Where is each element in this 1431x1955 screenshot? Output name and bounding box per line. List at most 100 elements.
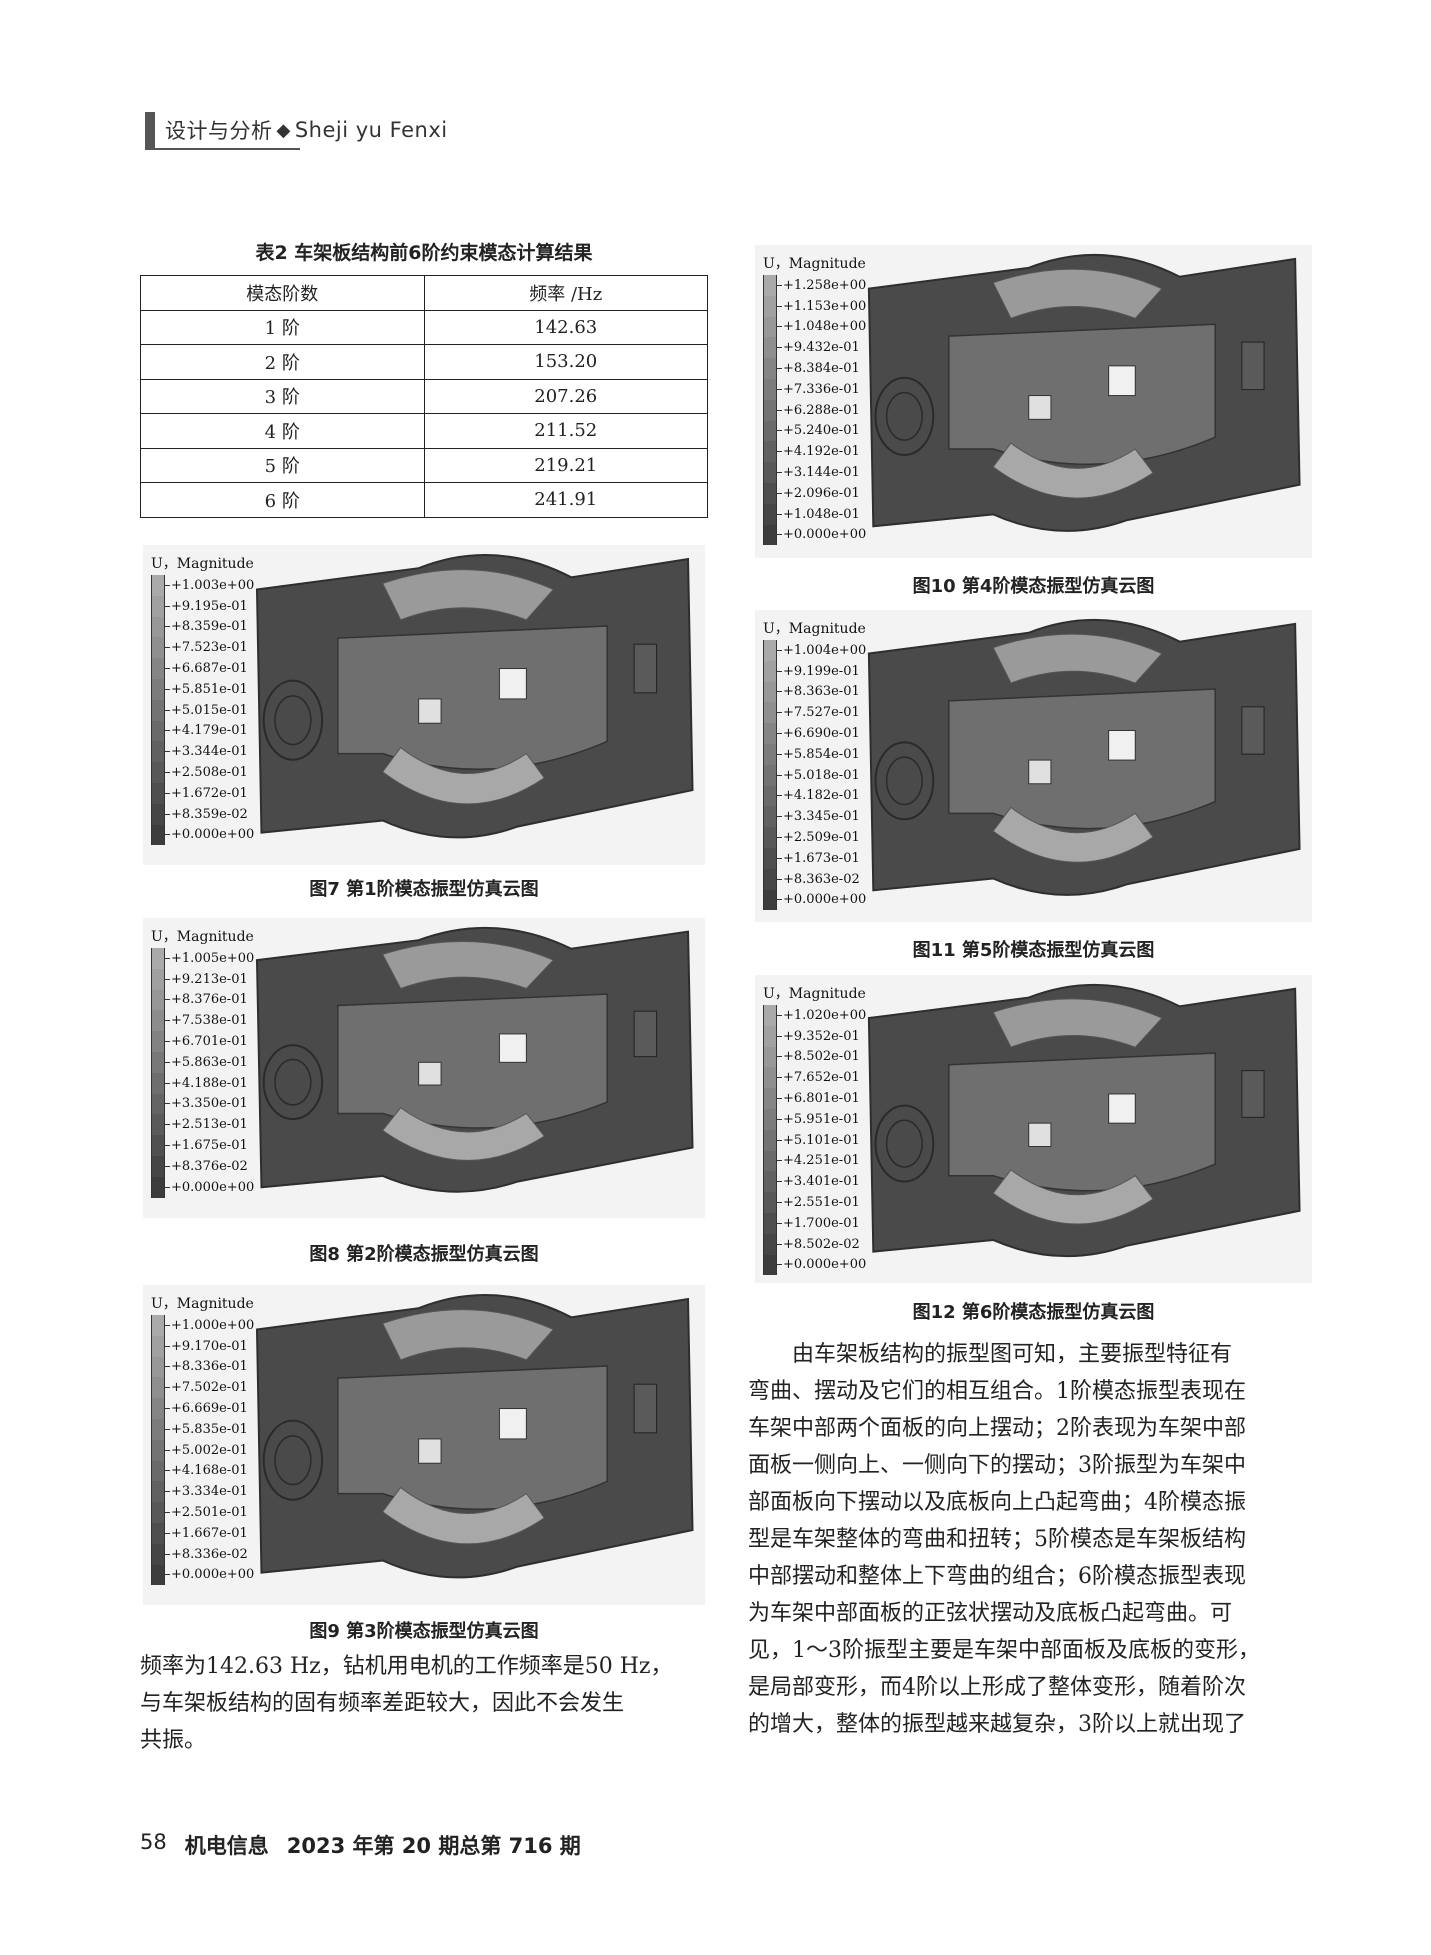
legend-swatch	[763, 358, 777, 379]
frame-square-hole	[498, 1033, 527, 1063]
legend-tick	[777, 733, 782, 735]
legend-value: +7.523e-01	[171, 640, 248, 656]
frame-side-slot	[1241, 341, 1265, 391]
legend-swatch	[151, 616, 165, 638]
legend-value: +3.345e-01	[783, 809, 860, 825]
legend-tick	[777, 1035, 782, 1037]
legend-swatch	[151, 1418, 165, 1440]
frame-circle-inner	[885, 756, 923, 806]
legend-value: +7.336e-01	[783, 381, 860, 397]
legend-entry: +8.376e-01	[151, 989, 254, 1011]
legend-swatch	[763, 1129, 777, 1151]
legend-entry: +0.000e+00	[763, 889, 867, 911]
legend-tick	[165, 1387, 170, 1389]
legend-tick	[165, 1124, 170, 1126]
frame-circle	[262, 679, 324, 761]
table-cell: 1 阶	[140, 309, 425, 345]
legend-swatch	[763, 1088, 777, 1109]
table-header: 模态阶数	[140, 275, 425, 311]
legend-value: +0.000e+00	[783, 892, 867, 908]
legend-value: +1.048e+00	[783, 319, 867, 335]
legend-value: +2.501e-01	[171, 1505, 248, 1521]
text-line: 频率为142.63 Hz，钻机用电机的工作频率是50 Hz，	[140, 1654, 673, 1679]
legend-value: +1.003e+00	[171, 577, 255, 593]
legend-swatch	[763, 1233, 777, 1255]
legend-entry: +1.048e-01	[763, 503, 866, 525]
figure-caption: 图12 第6阶模态振型仿真云图	[912, 1302, 1155, 1323]
legend-tick	[777, 1160, 782, 1162]
legend-swatch	[151, 989, 165, 1011]
legend-entry: +1.675e-01	[151, 1135, 254, 1156]
legend-swatch	[763, 640, 777, 661]
legend-entry: +7.523e-01	[151, 637, 254, 659]
legend-swatch	[763, 868, 777, 890]
header-section: 设计与分析	[165, 119, 273, 143]
legend-swatch	[151, 720, 165, 742]
legend-value: +0.000e+00	[171, 1179, 255, 1195]
legend-swatch	[763, 524, 777, 546]
legend-swatch	[151, 782, 165, 804]
legend-swatch	[151, 1114, 165, 1136]
frame-circle-inner	[274, 695, 312, 746]
legend-swatch	[151, 1031, 165, 1052]
legend-swatch	[151, 678, 165, 700]
legend-value: +4.251e-01	[783, 1153, 860, 1169]
legend-tick	[165, 957, 170, 959]
legend-value: +3.401e-01	[783, 1174, 860, 1190]
frame-bottom-wave	[992, 442, 1154, 499]
table-cell: 142.63	[423, 309, 708, 345]
legend-entry: +8.502e-01	[763, 1046, 866, 1068]
figure-caption: 图8 第2阶模态振型仿真云图	[309, 1244, 539, 1265]
legend-entry: +2.096e-01	[763, 482, 866, 504]
legend-swatch	[763, 1067, 777, 1089]
legend-entry: +5.002e-01	[151, 1439, 254, 1461]
legend-tick	[165, 1470, 170, 1472]
legend-tick	[777, 1202, 782, 1204]
table-cell: 5 阶	[140, 447, 425, 483]
frame-top-wave	[992, 633, 1163, 684]
header-pinyin: Sheji yu Fenxi	[294, 118, 448, 142]
legend-swatch	[151, 1439, 165, 1461]
frame-square-hole	[1028, 759, 1052, 785]
legend-tick	[777, 284, 782, 286]
legend-value: +8.376e-01	[171, 992, 248, 1008]
text-line: 面板一侧向上、一侧向下的摆动；3阶振型为车架中	[748, 1453, 1246, 1478]
frame-render	[867, 253, 1301, 532]
legend-value: +0.000e+00	[171, 827, 255, 843]
legend-swatch	[763, 681, 777, 703]
table-cell: 153.20	[423, 344, 708, 380]
legend-tick	[165, 772, 170, 774]
legend-swatch	[763, 1150, 777, 1172]
legend-value: +2.508e-01	[171, 765, 248, 781]
legend-value: +1.675e-01	[171, 1138, 248, 1154]
legend-swatch	[763, 889, 777, 911]
legend-value: +7.652e-01	[783, 1070, 860, 1086]
legend-entry: +6.669e-01	[151, 1398, 254, 1419]
frame-circle-inner	[885, 1119, 923, 1168]
legend-entry: +8.336e-01	[151, 1356, 254, 1378]
legend-value: +4.179e-01	[171, 723, 248, 739]
legend-value: +1.673e-01	[783, 850, 860, 866]
legend-tick	[777, 368, 782, 370]
text-line: 部面板向下摆动以及底板向上凸起弯曲；4阶模态振	[748, 1490, 1246, 1515]
legend-swatch	[763, 847, 777, 869]
legend-tick	[777, 1264, 782, 1266]
text-line: 与车架板结构的固有频率差距较大，因此不会发生	[140, 1691, 625, 1716]
frame-middle-panel	[948, 688, 1216, 830]
legend-value: +2.513e-01	[171, 1117, 248, 1133]
legend-tick	[165, 813, 170, 815]
journal-issue: 2023 年第 20 期总第 716 期	[286, 1834, 581, 1858]
legend-value: +9.213e-01	[171, 971, 248, 987]
legend-value: +6.687e-01	[171, 661, 248, 677]
legend-entry: +3.345e-01	[763, 806, 866, 828]
legend-entry: +0.000e+00	[151, 1564, 254, 1586]
legend-swatch	[763, 316, 777, 338]
legend-swatch	[151, 1176, 165, 1198]
legend-swatch	[151, 1460, 165, 1482]
diamond-icon: ◆	[276, 119, 291, 141]
legend-tick	[165, 999, 170, 1001]
legend-entry: +5.854e-01	[763, 743, 866, 765]
page-footer: 58 机电信息 2023 年第 20 期总第 716 期	[140, 1830, 581, 1860]
legend-entry: +1.672e-01	[151, 782, 254, 804]
legend-value: +9.352e-01	[783, 1028, 860, 1044]
